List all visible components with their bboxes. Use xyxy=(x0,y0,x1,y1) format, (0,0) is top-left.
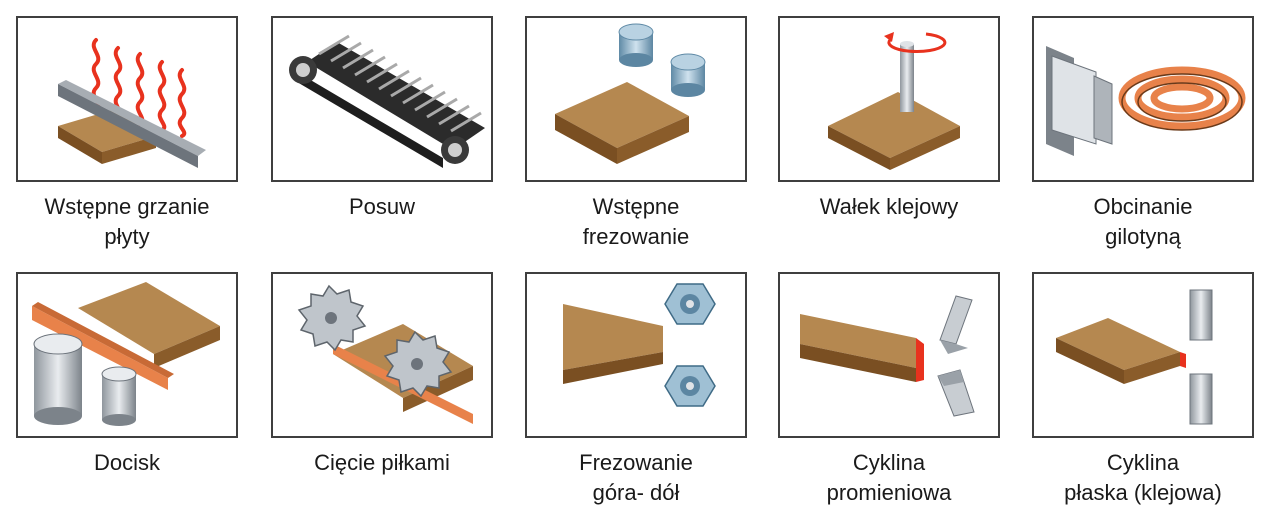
guillotine-icon xyxy=(1046,46,1246,156)
tile-frame xyxy=(271,272,493,438)
pressure-rollers-icon xyxy=(32,282,220,426)
pre-milling-icon xyxy=(555,23,706,164)
tile-caption: Posuw xyxy=(348,194,416,219)
tile-frame xyxy=(778,16,1000,182)
top-bottom-milling-icon xyxy=(563,283,716,407)
glue-roller-icon xyxy=(828,32,960,170)
tile-frame xyxy=(778,272,1000,438)
tile-caption: Wałek klejowy xyxy=(819,194,959,219)
tile-frame xyxy=(525,16,747,182)
tile-frame xyxy=(16,272,238,438)
flat-scraper-icon xyxy=(1056,289,1213,425)
saw-blades-icon xyxy=(297,284,473,424)
tile-frame xyxy=(271,16,493,182)
tile-frame xyxy=(16,16,238,182)
radius-scraper-icon xyxy=(800,295,975,417)
tile-frame xyxy=(1032,16,1254,182)
tile-frame xyxy=(525,272,747,438)
tile-caption: Docisk xyxy=(93,450,160,475)
conveyor-icon xyxy=(289,34,485,168)
heater-icon xyxy=(58,38,206,168)
tile-caption: Cięcie piłkami xyxy=(314,450,450,475)
tile-frame xyxy=(1032,272,1254,438)
